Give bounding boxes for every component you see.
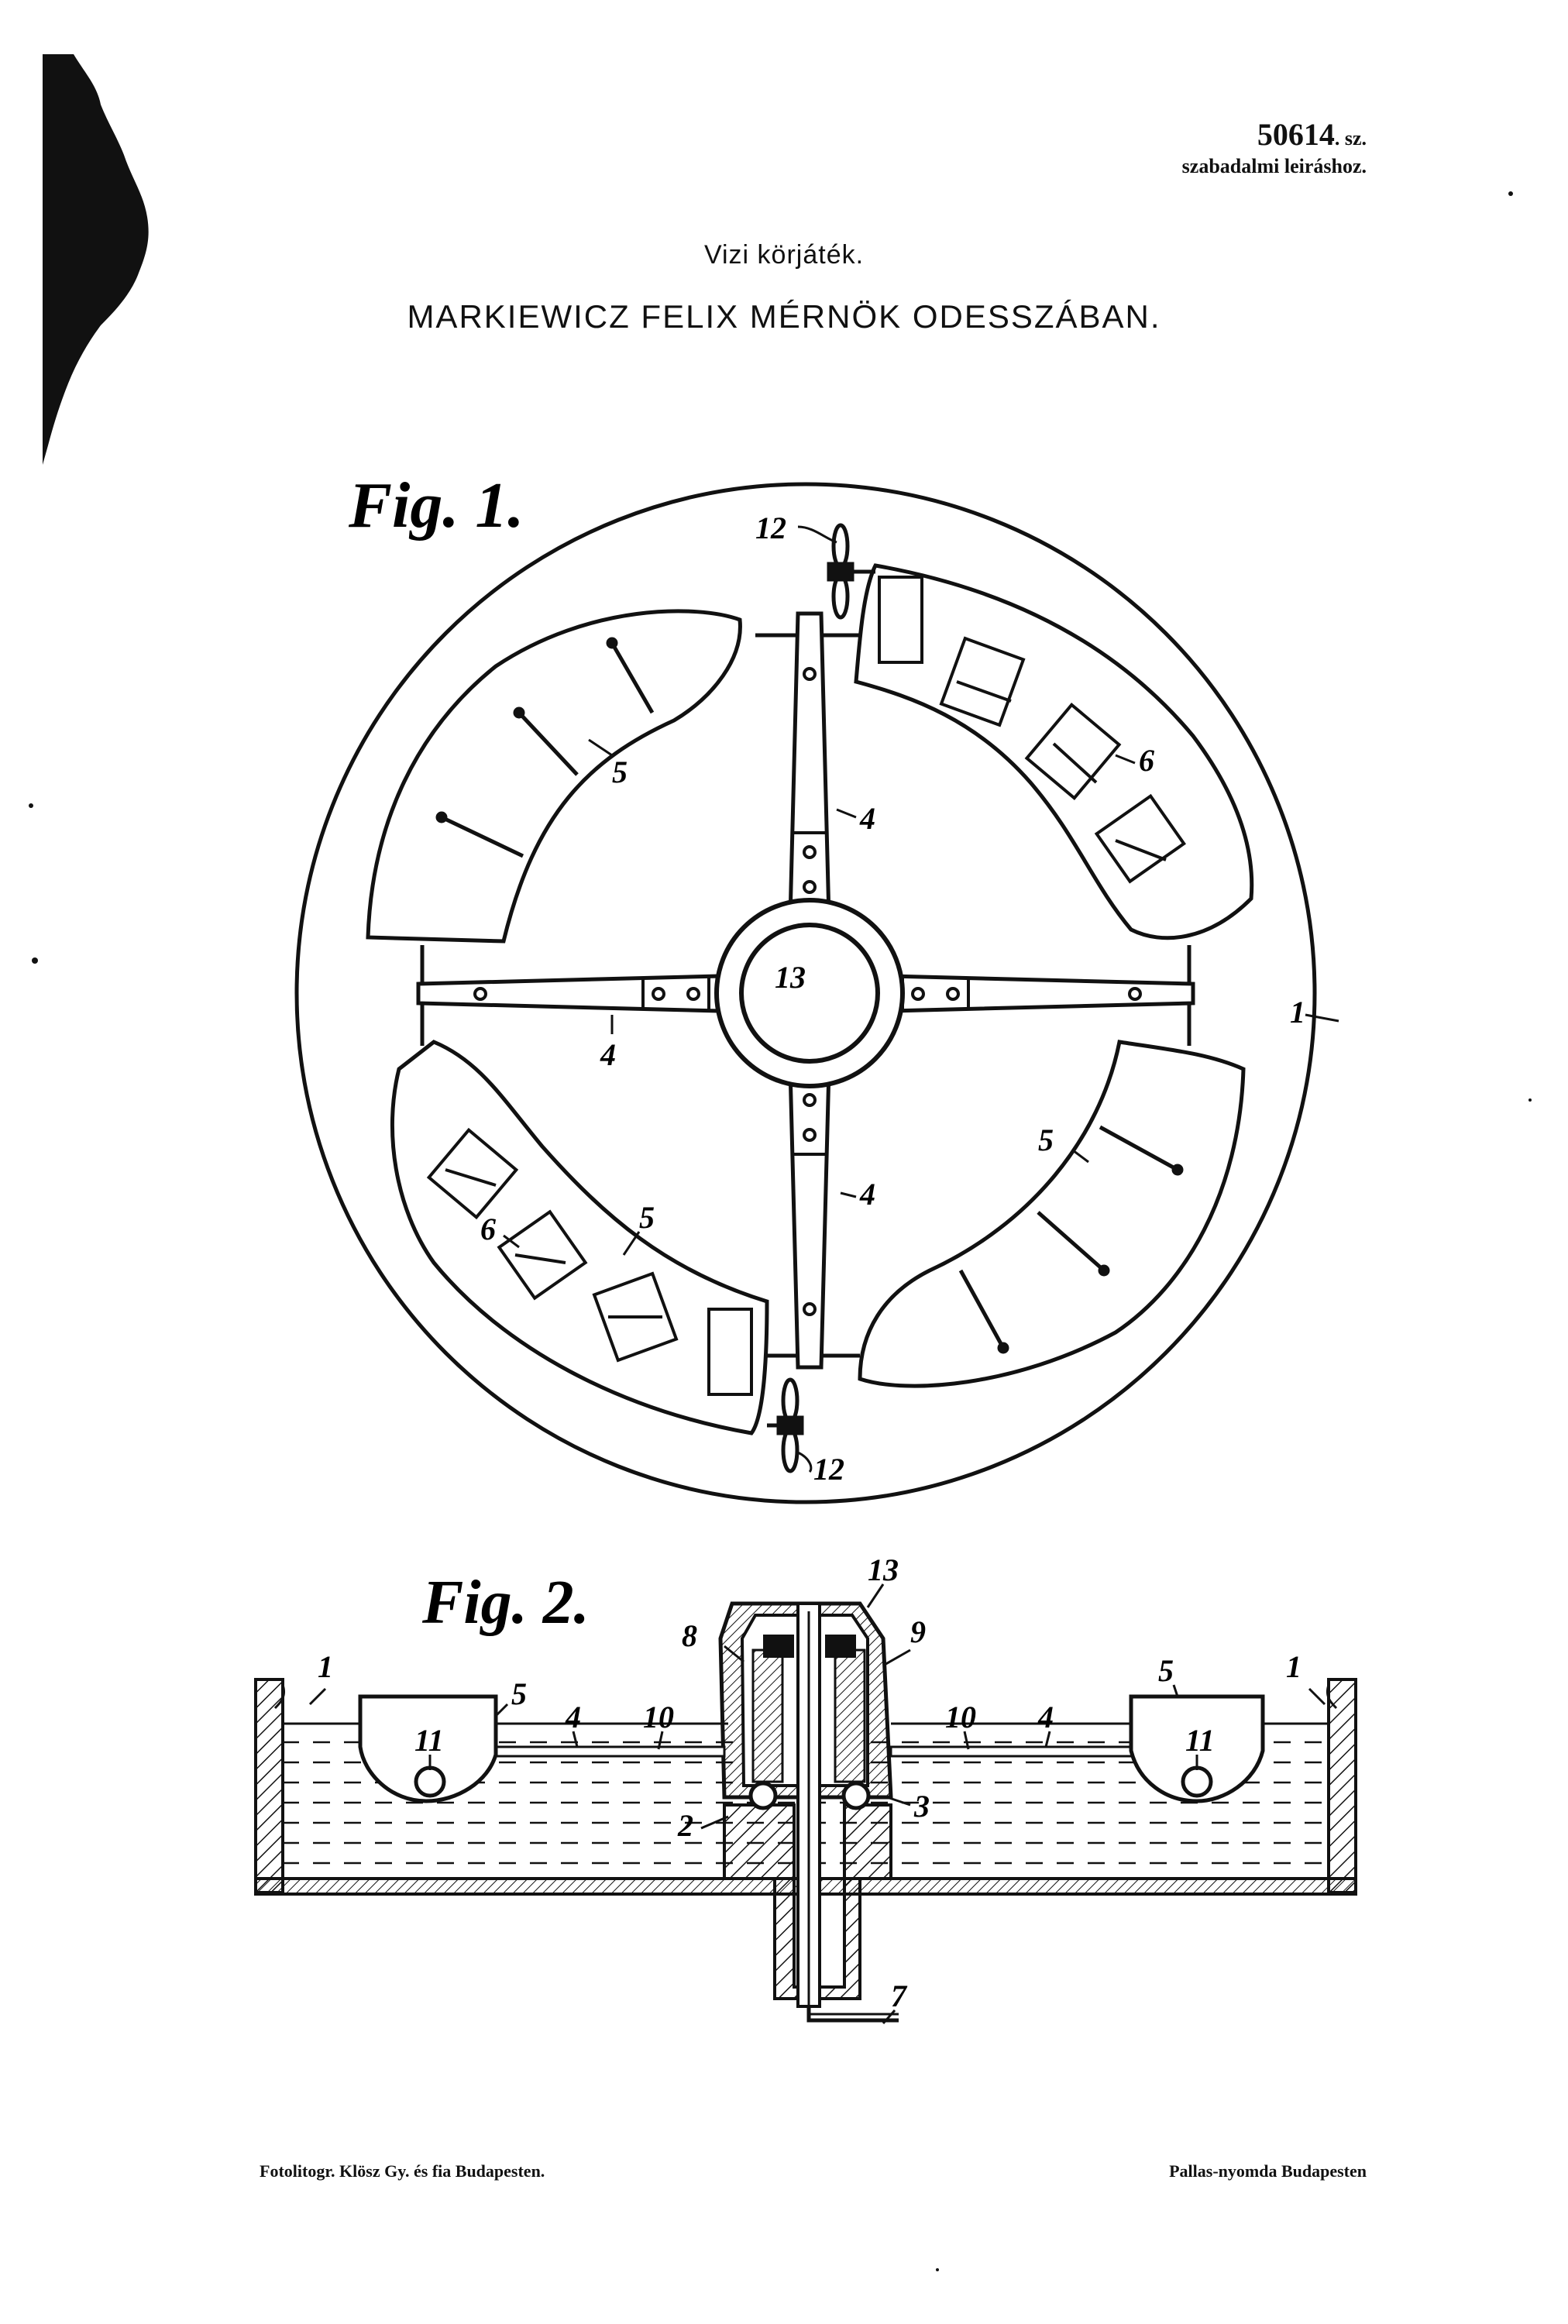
ref-6-bottom-left: 6 — [480, 1212, 496, 1246]
central-pedestal — [723, 1803, 892, 2000]
ref2-4-right: 4 — [1037, 1700, 1054, 1734]
ref-13: 13 — [775, 960, 806, 995]
boat-bottom-right — [858, 1040, 1246, 1388]
boat-top-right-seats — [878, 576, 1186, 884]
ref2-1-left: 1 — [318, 1649, 333, 1684]
ref-4-bottom: 4 — [859, 1177, 875, 1212]
patent-number: 50614. sz. — [1257, 116, 1367, 153]
paper-specks — [29, 191, 1532, 2271]
ref2-11-left: 11 — [414, 1723, 444, 1758]
boat-section-right — [1129, 1694, 1265, 1803]
ref-4-top: 4 — [859, 801, 875, 836]
ref2-10-left: 10 — [643, 1700, 674, 1734]
ref-5-bottom-right: 5 — [1038, 1122, 1054, 1157]
boat-bottom-left-seats — [426, 1127, 753, 1396]
propeller-bottom — [767, 1377, 804, 1473]
ref-5-bottom-left: 5 — [639, 1200, 655, 1235]
fig2-reference-numerals: 1 1 5 5 4 4 10 10 11 11 8 9 13 2 3 7 — [318, 1552, 1302, 2013]
ref2-1-right: 1 — [1286, 1649, 1302, 1684]
central-housing — [718, 1601, 893, 2008]
ref2-5-right: 5 — [1158, 1653, 1174, 1688]
fig2-label: Fig. 2. — [421, 1569, 590, 1637]
ref2-11-right: 11 — [1185, 1723, 1215, 1758]
ref2-7: 7 — [891, 1978, 908, 2013]
footer-printer-right: Pallas-nyomda Budapesten — [1169, 2161, 1367, 2181]
ref-1: 1 — [1290, 995, 1305, 1030]
ref-12-bottom: 12 — [813, 1452, 844, 1487]
figure-2: Fig. 2. — [254, 1552, 1357, 2024]
ref2-3: 3 — [913, 1789, 930, 1824]
fig2-leader-lines — [308, 1583, 1326, 2024]
page-title: Vizi körjáték. — [703, 240, 865, 270]
propeller-top — [827, 523, 875, 620]
ref2-13: 13 — [868, 1552, 899, 1587]
ref-4-left: 4 — [600, 1037, 616, 1072]
boat-top-left-oars — [435, 637, 655, 858]
inventor-line: MARKIEWICZ FELIX MÉRNÖK ODESSZÁBAN. — [407, 298, 1161, 335]
fig1-leader-lines — [503, 525, 1339, 1473]
ref2-10-right: 10 — [945, 1700, 976, 1734]
ref2-5-left: 5 — [511, 1676, 527, 1711]
fig1-label: Fig. 1. — [348, 469, 524, 541]
patent-subtitle: szabadalmi leiráshoz. — [1181, 155, 1367, 177]
ref-5-top-left: 5 — [612, 755, 628, 789]
boat-bottom-right-oars — [958, 1125, 1184, 1354]
ref-6-top-right: 6 — [1139, 743, 1154, 778]
basin-outer-ring — [294, 482, 1317, 1504]
ref2-2: 2 — [677, 1808, 693, 1843]
figure-1: Fig. 1. — [294, 469, 1339, 1504]
ref2-4-left: 4 — [565, 1700, 581, 1734]
water-pipe — [806, 2006, 899, 2023]
fig1-reference-numerals: 12 1 4 4 4 5 5 5 6 6 13 12 — [480, 511, 1305, 1487]
ref-12-top: 12 — [755, 511, 786, 545]
torn-edge-shape — [43, 54, 149, 465]
central-hub-inner — [739, 923, 880, 1064]
ref2-8: 8 — [682, 1618, 697, 1653]
patent-number-suffix: . sz. — [1334, 127, 1367, 150]
footer-printer-left: Fotolitogr. Klösz Gy. és fia Budapesten. — [260, 2161, 545, 2181]
patent-number-value: 50614 — [1257, 117, 1335, 152]
boat-section-left — [358, 1694, 498, 1803]
ref2-9: 9 — [910, 1614, 926, 1649]
boat-top-left — [366, 609, 742, 944]
spoke-bolts — [473, 667, 1142, 1316]
basin-section — [254, 1678, 1357, 1896]
